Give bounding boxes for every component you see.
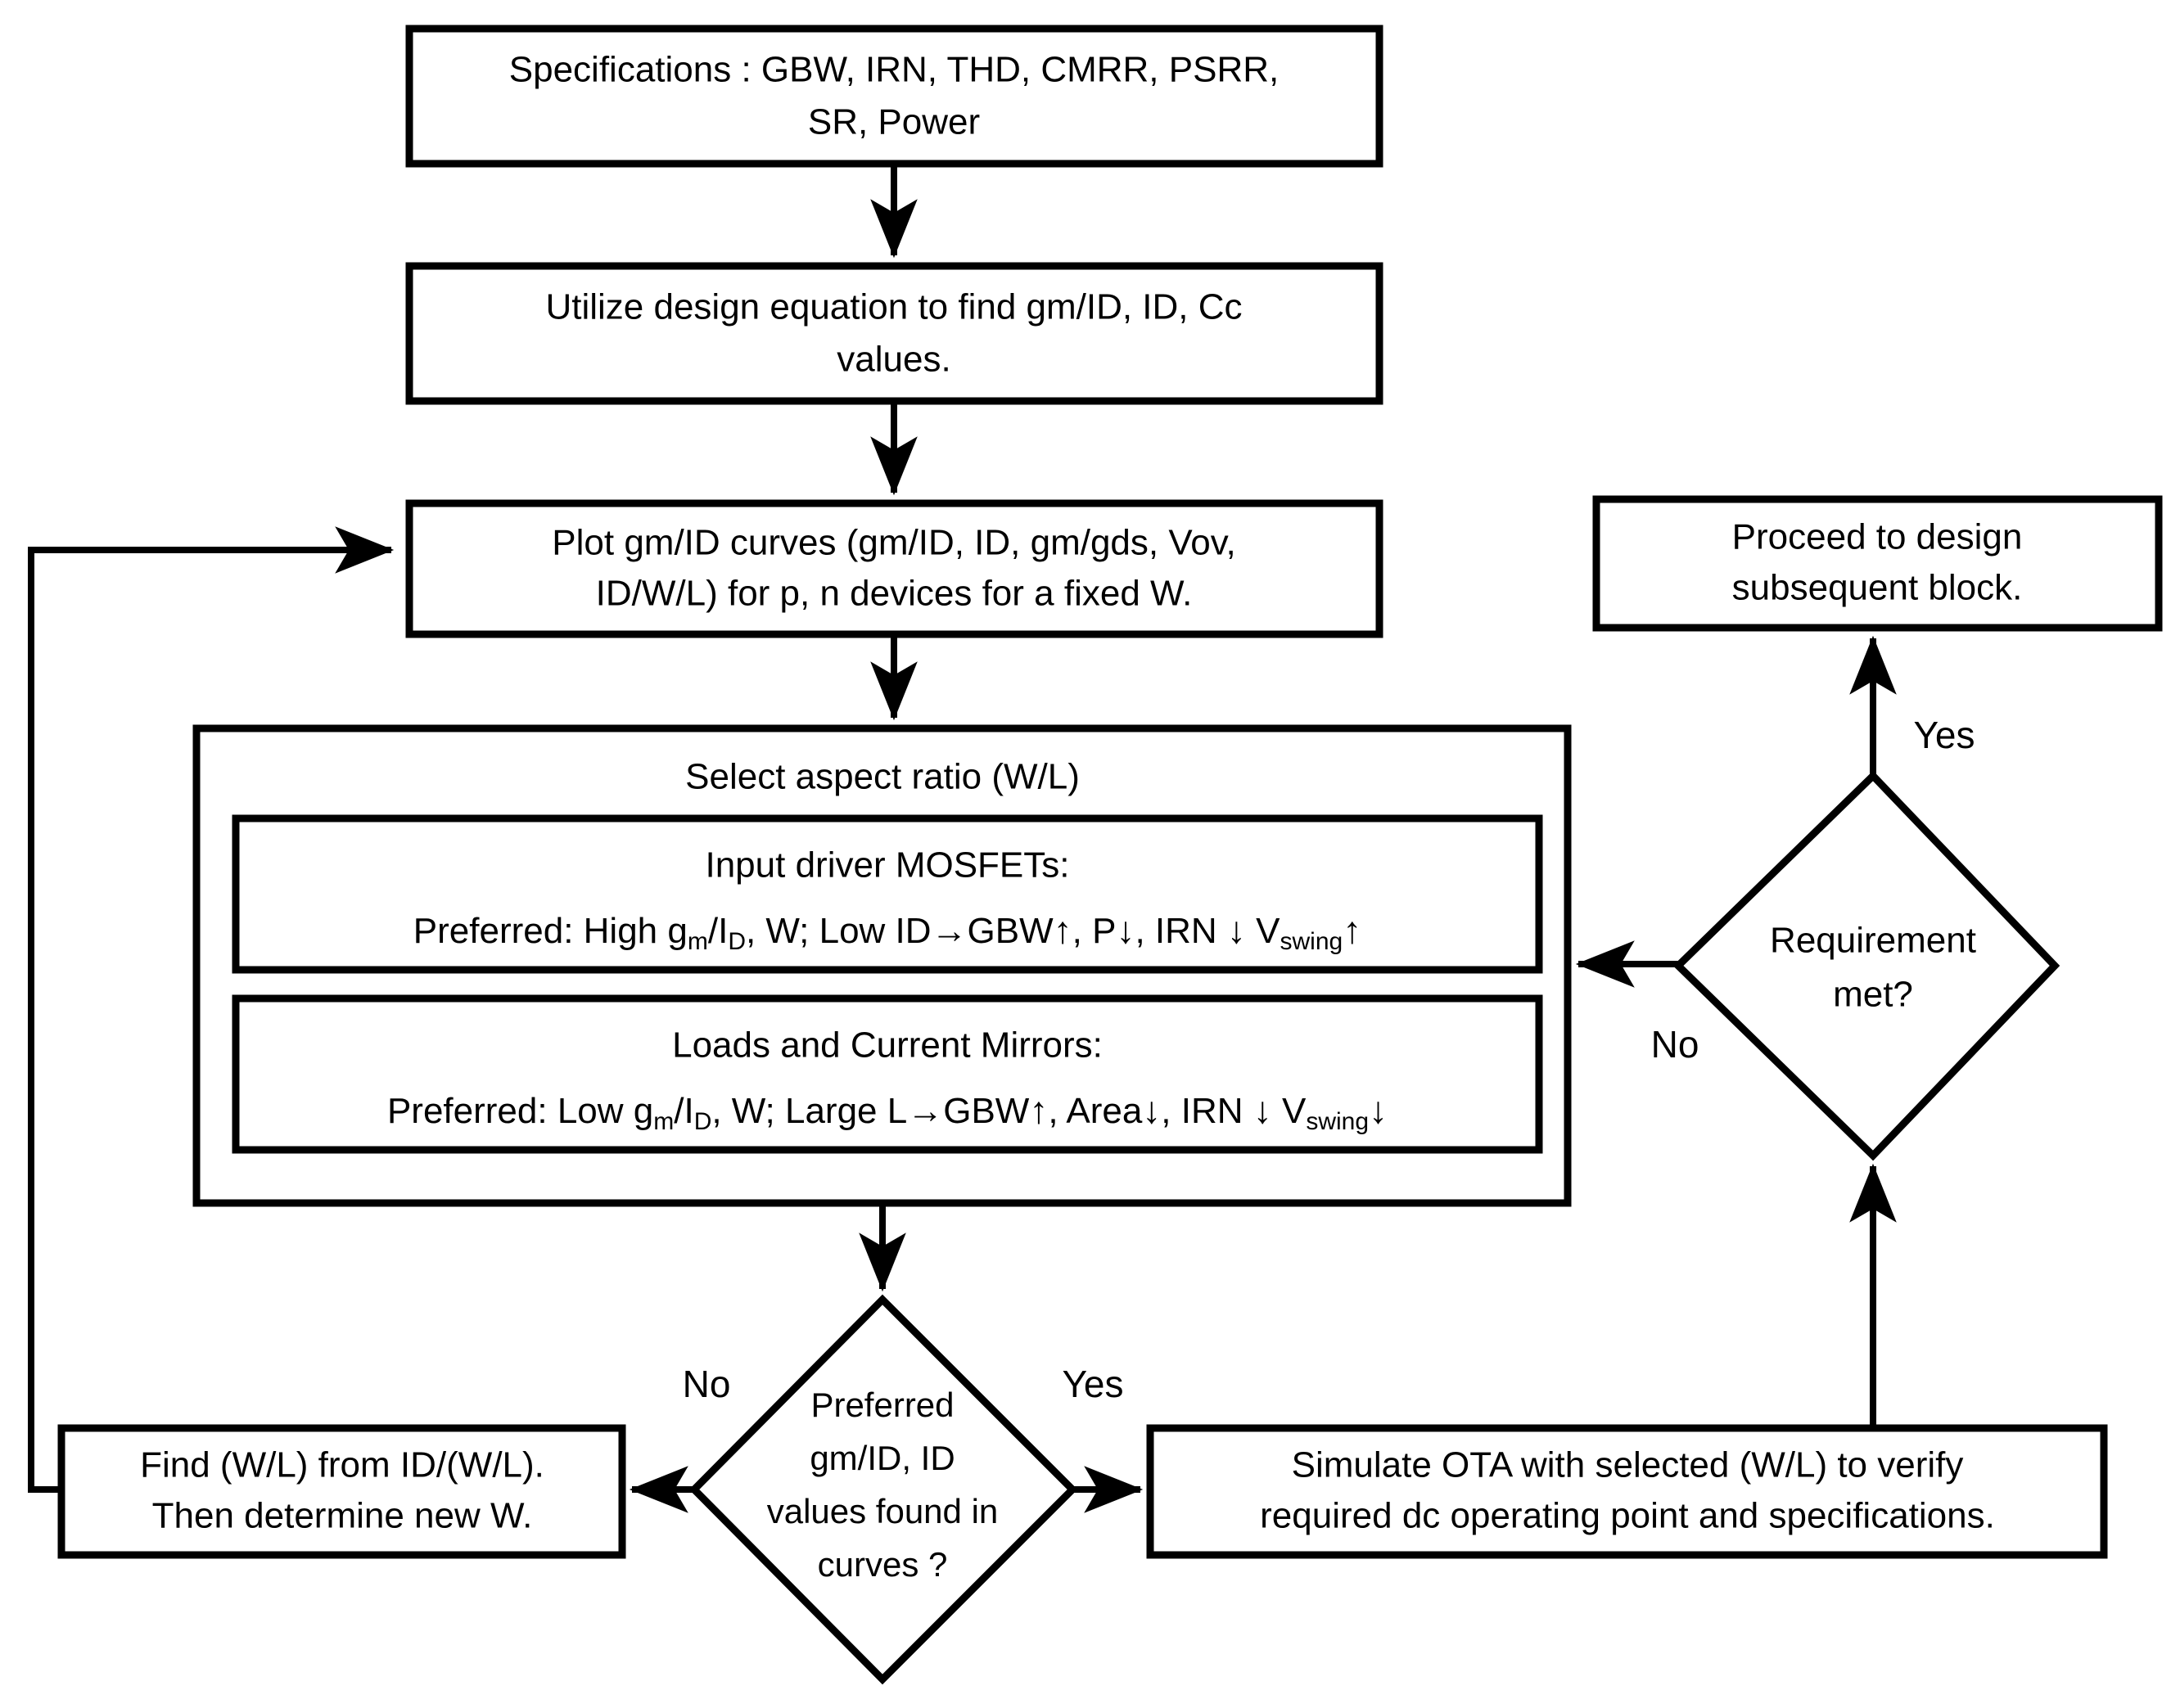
label-requirement-yes: Yes	[1913, 714, 1975, 756]
node-select-aspect-ratio[interactable]: Select aspect ratio (W/L) Input driver M…	[192, 724, 1572, 1207]
input-driver-box[interactable]	[232, 814, 1543, 974]
find-wl-box[interactable]	[57, 1424, 626, 1559]
loads-mirrors-detail: Preferred: Low gm/ID, W; Large L→GBW↑, A…	[387, 1088, 1388, 1135]
input-driver-heading: Input driver MOSFETs:	[705, 845, 1069, 886]
label-curves-no: No	[683, 1363, 731, 1405]
decision-curves-line-3: values found in	[767, 1492, 999, 1530]
decision-requirement-line-2: met?	[1833, 975, 1913, 1015]
label-curves-yes: Yes	[1062, 1363, 1123, 1405]
plot-curves-box[interactable]	[405, 499, 1383, 638]
specifications-line-1: Specifications : GBW, IRN, THD, CMRR, PS…	[509, 50, 1279, 90]
find-wl-line-2: Then determine new W.	[152, 1496, 533, 1536]
decision-requirement-line-1: Requirement	[1770, 921, 1976, 961]
decision-requirement-diamond[interactable]	[1672, 770, 2060, 1161]
subblock-loads-current-mirrors[interactable]: Loads and Current Mirrors: Preferred: Lo…	[232, 994, 1543, 1154]
select-aspect-ratio-heading: Select aspect ratio (W/L)	[685, 757, 1080, 797]
plot-curves-line-1: Plot gm/ID curves (gm/ID, ID, gm/gds, Vo…	[552, 523, 1235, 563]
specifications-line-2: SR, Power	[808, 102, 980, 142]
specifications-box[interactable]	[405, 25, 1383, 168]
node-decision-requirement[interactable]: Requirement met?	[1672, 770, 2060, 1161]
edge-labels: No Yes No Yes	[683, 714, 1975, 1405]
loads-mirrors-heading: Loads and Current Mirrors:	[672, 1025, 1103, 1066]
proceed-line-1: Proceed to design	[1732, 517, 2023, 557]
node-specifications[interactable]: Specifications : GBW, IRN, THD, CMRR, PS…	[405, 25, 1383, 168]
connectors	[28, 164, 1897, 1513]
decision-curves-diamond[interactable]	[688, 1294, 1078, 1685]
node-simulate-ota[interactable]: Simulate OTA with selected (W/L) to veri…	[1146, 1424, 2108, 1559]
edge-find-loop-to-plot	[28, 526, 395, 1493]
design-equation-line-2: values.	[837, 340, 950, 380]
node-design-equation[interactable]: Utilize design equation to find gm/ID, I…	[405, 262, 1383, 405]
decision-curves-line-2: gm/ID, ID	[810, 1439, 955, 1477]
find-wl-line-1: Find (W/L) from ID/(W/L).	[140, 1445, 544, 1485]
node-find-wl[interactable]: Find (W/L) from ID/(W/L). Then determine…	[57, 1424, 626, 1559]
loads-mirrors-box[interactable]	[232, 994, 1543, 1154]
node-plot-curves[interactable]: Plot gm/ID curves (gm/ID, ID, gm/gds, Vo…	[405, 499, 1383, 638]
node-proceed[interactable]: Proceed to design subsequent block.	[1592, 495, 2163, 632]
decision-curves-line-1: Preferred	[810, 1386, 954, 1424]
design-equation-box[interactable]	[405, 262, 1383, 405]
decision-curves-line-4: curves ?	[818, 1545, 948, 1584]
node-decision-curves[interactable]: Preferred gm/ID, ID values found in curv…	[688, 1294, 1078, 1685]
simulate-ota-line-1: Simulate OTA with selected (W/L) to veri…	[1292, 1445, 1964, 1485]
input-driver-detail: Preferred: High gm/ID, W; Low ID→GBW↑, P…	[413, 908, 1361, 955]
simulate-ota-line-2: required dc operating point and specific…	[1260, 1496, 1995, 1536]
proceed-box[interactable]	[1592, 495, 2163, 632]
label-requirement-no: No	[1651, 1023, 1699, 1066]
subblock-input-driver-mosfets[interactable]: Input driver MOSFETs: Preferred: High gm…	[232, 814, 1543, 974]
plot-curves-line-2: ID/W/L) for p, n devices for a fixed W.	[596, 574, 1193, 614]
design-equation-line-1: Utilize design equation to find gm/ID, I…	[545, 287, 1242, 327]
simulate-ota-box[interactable]	[1146, 1424, 2108, 1559]
proceed-line-2: subsequent block.	[1732, 568, 2023, 608]
